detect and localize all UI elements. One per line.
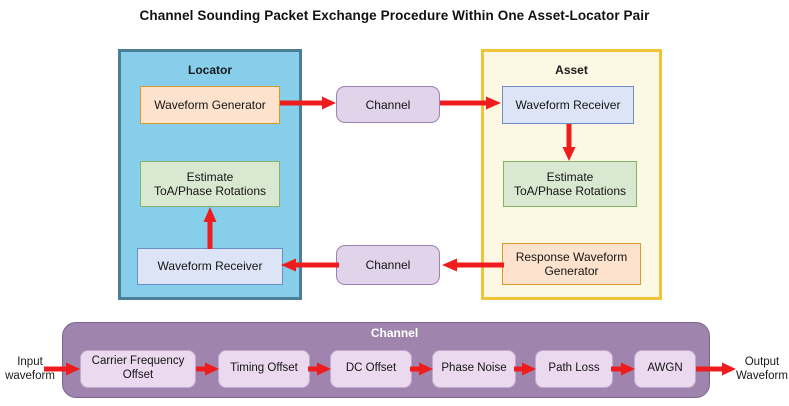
asset-panel-label: Asset — [555, 63, 588, 77]
asset-response-generator-block[interactable]: Response Waveform Generator — [502, 243, 641, 285]
arrow-asset-generator-to-channel — [440, 258, 504, 272]
channel-detail-title: Channel — [370, 326, 419, 340]
locator-waveform-generator-block[interactable]: Waveform Generator — [140, 86, 280, 124]
channel-forward-label: Channel — [365, 97, 411, 112]
stage-timing-offset[interactable]: Timing Offset — [218, 350, 310, 388]
arrow-dc-offset-to-phase-noise — [410, 362, 434, 376]
output-waveform-caption: Output Waveform — [736, 355, 788, 384]
arrow-cfo-to-timing-offset — [196, 362, 220, 376]
arrow-locator-receiver-to-estimate — [203, 206, 217, 249]
input-waveform-line2: waveform — [5, 370, 55, 383]
locator-waveform-receiver-label: Waveform Receiver — [157, 259, 263, 274]
input-waveform-caption: Input waveform — [2, 355, 58, 384]
asset-estimate-line1: Estimate — [546, 169, 594, 184]
arrow-channel-to-asset-receiver — [440, 96, 504, 110]
asset-response-generator-line1: Response Waveform — [515, 249, 628, 264]
asset-waveform-receiver-block[interactable]: Waveform Receiver — [502, 86, 634, 124]
arrow-phase-noise-to-path-loss — [514, 362, 537, 376]
locator-panel-label: Locator — [187, 63, 232, 77]
locator-estimate-label: Estimate ToA/Phase Rotations — [154, 170, 266, 198]
stage-dc-offset[interactable]: DC Offset — [330, 350, 412, 388]
arrow-wfgen-to-channel — [280, 96, 340, 110]
channel-forward-block[interactable]: Channel — [336, 86, 440, 123]
stage-path-loss-label: Path Loss — [548, 362, 600, 375]
stage-dc-offset-label: DC Offset — [345, 362, 397, 375]
output-waveform-line2: Waveform — [736, 370, 788, 383]
locator-estimate-block[interactable]: Estimate ToA/Phase Rotations — [140, 161, 280, 207]
arrow-asset-receiver-to-estimate — [562, 124, 576, 163]
arrow-path-loss-to-awgn — [611, 362, 636, 376]
arrow-input-to-cfo — [44, 362, 82, 376]
stage-path-loss[interactable]: Path Loss — [535, 350, 613, 388]
asset-estimate-label: Estimate ToA/Phase Rotations — [514, 170, 626, 198]
stage-timing-offset-label: Timing Offset — [230, 362, 298, 375]
stage-cfo-line1: Carrier Frequency — [91, 355, 185, 368]
channel-reverse-block[interactable]: Channel — [336, 245, 440, 285]
stage-awgn-label: AWGN — [647, 362, 683, 375]
stage-phase-noise-label: Phase Noise — [441, 362, 507, 375]
arrow-timing-offset-to-dc-offset — [308, 362, 332, 376]
asset-estimate-line2: ToA/Phase Rotations — [513, 184, 627, 198]
asset-response-generator-line2: Generator — [544, 264, 599, 278]
output-waveform-line1: Output — [744, 356, 780, 368]
locator-waveform-generator-label: Waveform Generator — [154, 97, 266, 112]
asset-waveform-receiver-label: Waveform Receiver — [515, 97, 621, 112]
arrow-awgn-to-output — [696, 362, 738, 376]
locator-waveform-receiver-block[interactable]: Waveform Receiver — [137, 248, 283, 285]
input-waveform-line1: Input — [17, 356, 43, 368]
asset-response-generator-label: Response Waveform Generator — [516, 250, 628, 278]
arrow-channel-to-locator-receiver — [281, 258, 339, 272]
stage-carrier-frequency-offset[interactable]: Carrier Frequency Offset — [80, 350, 196, 388]
stage-awgn[interactable]: AWGN — [634, 350, 696, 388]
locator-estimate-line2: ToA/Phase Rotations — [153, 184, 267, 198]
channel-reverse-label: Channel — [365, 258, 411, 272]
stage-phase-noise[interactable]: Phase Noise — [432, 350, 516, 388]
asset-estimate-block[interactable]: Estimate ToA/Phase Rotations — [503, 161, 637, 207]
stage-cfo-line2: Offset — [122, 369, 154, 381]
locator-estimate-line1: Estimate — [186, 169, 234, 184]
page-title: Channel Sounding Packet Exchange Procedu… — [139, 8, 650, 23]
